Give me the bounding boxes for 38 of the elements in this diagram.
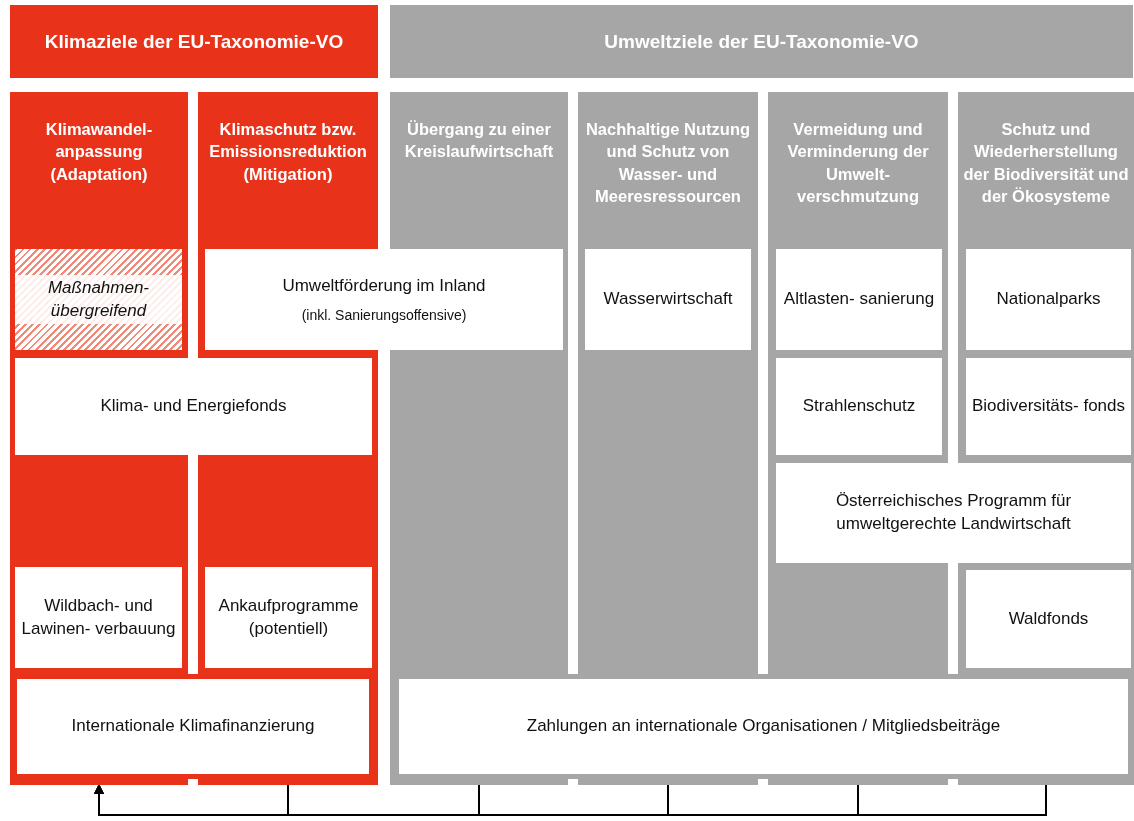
column-heading: Übergang zu einer Kreislaufwirtschaft xyxy=(403,119,555,163)
program-box xyxy=(966,358,1131,455)
arrow xyxy=(94,784,1047,816)
box-label: Klima- und Energiefonds xyxy=(100,395,287,418)
header-title: Umweltziele der EU-Taxonomie-VO xyxy=(604,29,919,54)
header-bar xyxy=(390,5,1133,78)
box-label: Nationalparks xyxy=(996,288,1101,311)
column-heading: Schutz und Wiederherstellung der Biodiversität und der Ökosysteme xyxy=(962,119,1130,207)
column-heading: Nachhaltige Nutzung und Schutz von Wasser- und Meeresressourcen xyxy=(584,119,752,207)
program-box xyxy=(966,249,1131,350)
box-label: Maßnahmen- übergreifend xyxy=(15,274,182,325)
column-heading: Klimaschutz bzw. Emissionsreduktion (Mitigation) xyxy=(208,119,368,185)
column-heading: Klimawandel- anpassung (Adaptation) xyxy=(44,119,154,185)
box-label: Biodiversitäts- fonds xyxy=(971,395,1126,418)
box-label: Wildbach- und Lawinen- verbauung xyxy=(20,594,177,640)
box-label: Umweltförderung im Inland xyxy=(282,274,486,297)
box-label: Internationale Klimafinanzierung xyxy=(71,715,315,738)
box-label: Waldfonds xyxy=(1008,607,1089,630)
box-label: Österreichisches Programm für umweltgerechte Landwirtschaft xyxy=(834,490,1073,535)
program-box xyxy=(205,567,372,668)
program-box xyxy=(776,358,942,455)
box-label: Ankaufprogramme (potentiell) xyxy=(217,594,360,640)
box-label: Zahlungen an internationale Organisationen / Mitgliedsbeiträge xyxy=(526,715,1001,738)
box-label: Altlasten- sanierung xyxy=(783,288,935,311)
program-box xyxy=(966,570,1131,668)
program-box xyxy=(776,249,942,350)
program-box xyxy=(15,567,182,668)
column-heading: Vermeidung und Verminderung der Umwelt- verschmutzung xyxy=(786,119,930,207)
program-box xyxy=(776,463,1131,563)
box-label: Strahlenschutz xyxy=(802,395,916,418)
header-title: Klimaziele der EU-Taxonomie-VO xyxy=(44,29,344,54)
box-label: Wasserwirtschaft xyxy=(603,288,733,311)
hatched-box xyxy=(15,249,182,350)
box-note: (inkl. Sanierungsoffensive) xyxy=(301,305,467,325)
program-box xyxy=(205,249,563,350)
header-bar xyxy=(10,5,378,78)
program-box xyxy=(15,358,372,455)
program-box xyxy=(585,249,751,350)
